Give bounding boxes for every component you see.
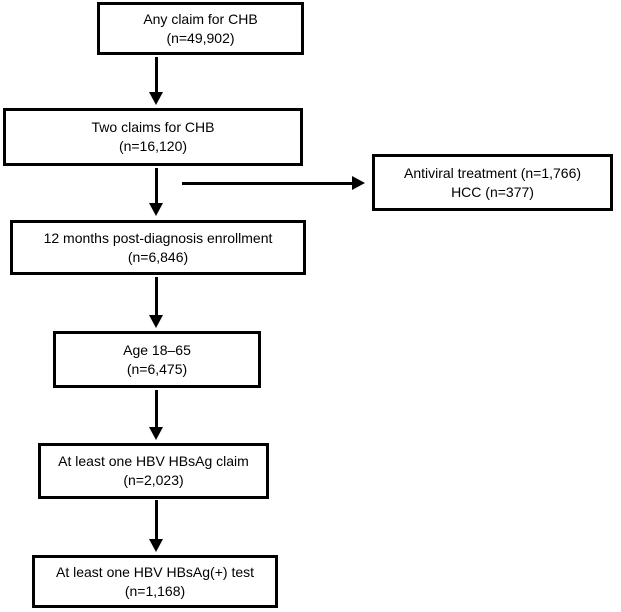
box-label: Antiviral treatment (n=1,766) (403, 164, 582, 181)
box-count: (n=16,120) (118, 138, 188, 154)
box-count: (n=1,168) (124, 582, 186, 599)
arrowhead-down-icon (149, 92, 163, 105)
arrow-shaft (182, 181, 352, 185)
flow-box-two-claims-chb: Two claims for CHB (n=16,120) (3, 108, 303, 166)
box-count: (n=49,902) (166, 29, 235, 46)
flow-box-age-18-65: Age 18–65 (n=6,475) (53, 331, 261, 388)
arrow-down-age-to-hbsag-claim (149, 390, 163, 440)
flow-box-hbsag-claim: At least one HBV HBsAg claim (n=2,023) (38, 443, 269, 499)
flow-box-any-claim-chb: Any claim for CHB (n=49,902) (97, 2, 304, 55)
arrow-shaft (154, 57, 158, 92)
box-label: Age 18–65 (123, 341, 191, 358)
arrow-down-enrollment-to-age (149, 277, 163, 328)
arrow-shaft (154, 168, 158, 203)
box-label: At least one HBV HBsAg(+) test (55, 563, 255, 580)
box-label: Any claim for CHB (143, 10, 258, 27)
box-count: (n=6,475) (126, 360, 188, 377)
box-label: Two claims for CHB (91, 119, 215, 135)
flow-box-hbsag-positive-test: At least one HBV HBsAg(+) test (n=1,168) (32, 555, 278, 608)
box-count: (n=2,023) (123, 472, 184, 488)
box-label: 12 months post-diagnosis enrollment (43, 229, 273, 246)
arrow-shaft (154, 277, 158, 315)
arrow-down-two-to-enrollment (149, 168, 163, 216)
arrow-right-exclusion (182, 176, 365, 190)
flow-box-post-diagnosis-enrollment: 12 months post-diagnosis enrollment (n=6… (10, 220, 306, 275)
arrow-shaft (154, 500, 158, 539)
arrowhead-down-icon (149, 539, 163, 552)
arrow-shaft (154, 390, 158, 427)
box-count: HCC (n=377) (451, 183, 534, 200)
flow-box-antiviral-hcc: Antiviral treatment (n=1,766) HCC (n=377… (372, 154, 613, 211)
arrowhead-down-icon (149, 427, 163, 440)
box-count: (n=6,846) (127, 248, 189, 265)
arrowhead-down-icon (149, 315, 163, 328)
box-label: At least one HBV HBsAg claim (58, 453, 249, 469)
arrowhead-down-icon (149, 203, 163, 216)
arrow-down-claim-to-test (149, 500, 163, 552)
arrow-down-any-to-two (149, 57, 163, 105)
arrowhead-right-icon (352, 176, 365, 190)
